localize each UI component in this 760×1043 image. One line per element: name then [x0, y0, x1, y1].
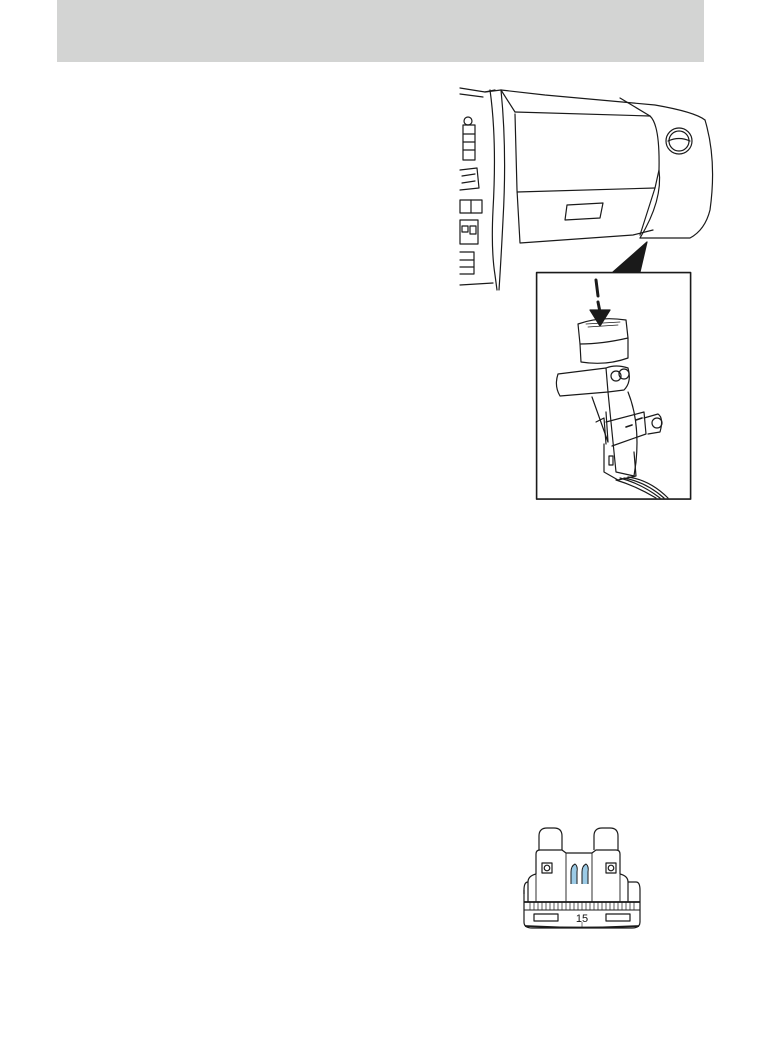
- fuse-element: [570, 863, 578, 884]
- fuse-rating-label: 15: [576, 913, 588, 925]
- glovebox-illustration: [455, 80, 715, 295]
- page-header-bar: [57, 0, 704, 62]
- switch-inset-illustration: [535, 271, 692, 500]
- fuse-illustration: 15: [523, 826, 644, 930]
